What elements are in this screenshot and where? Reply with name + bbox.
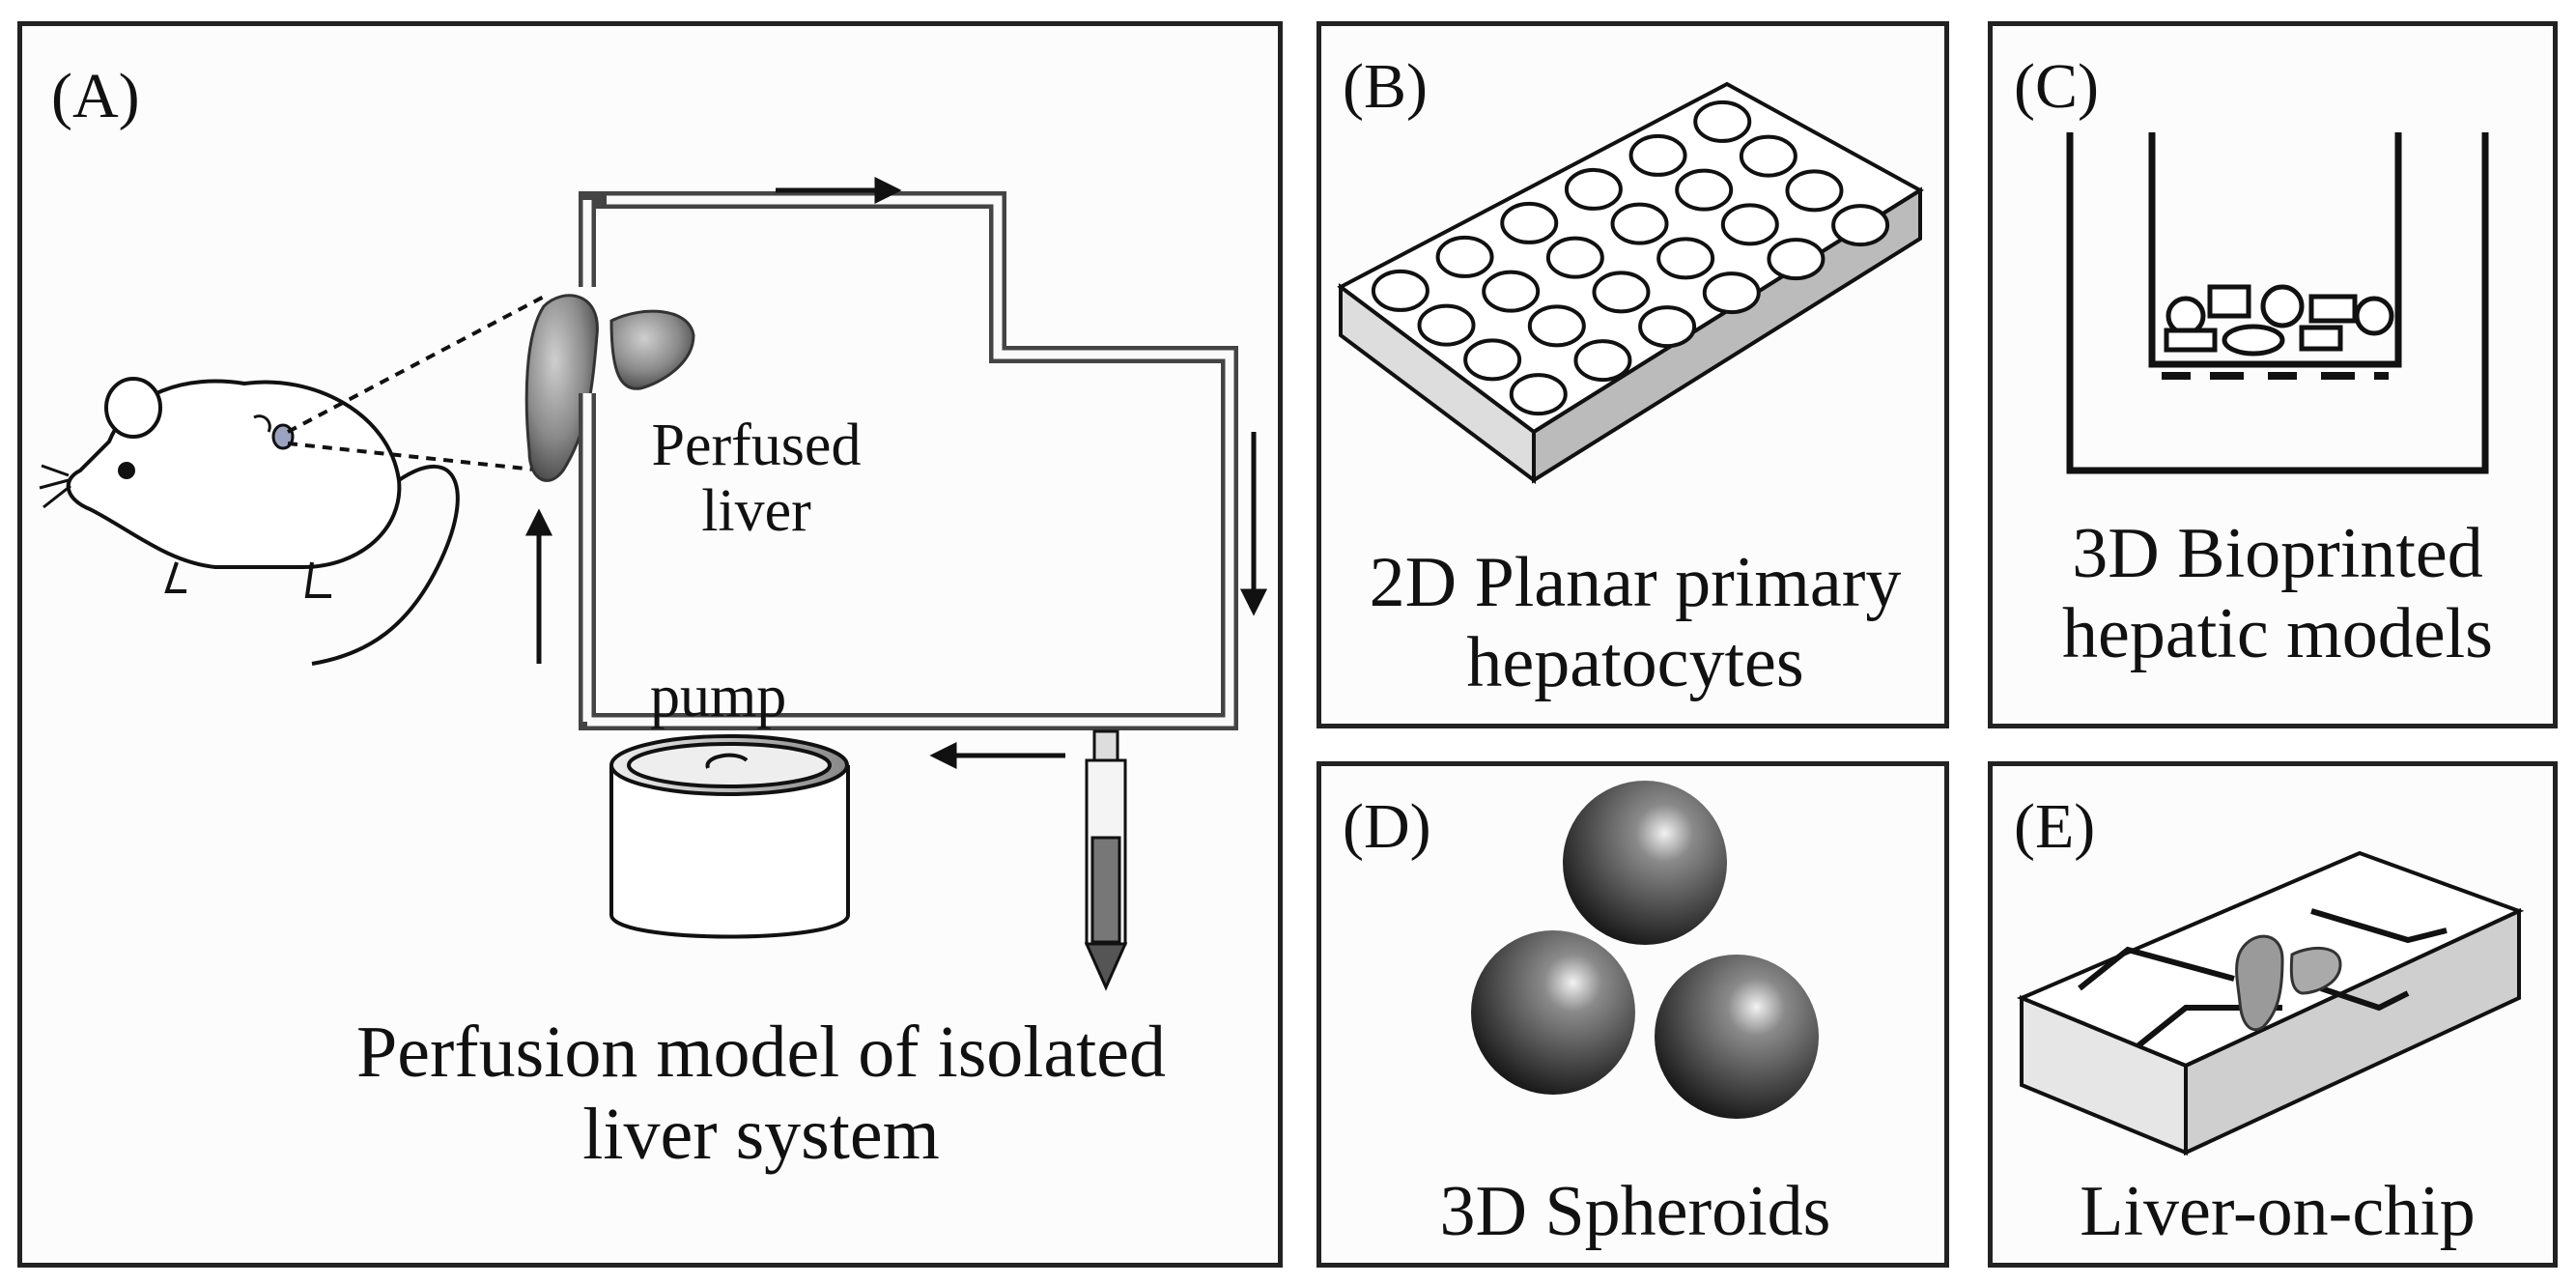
spheroids-group (1471, 781, 1819, 1119)
well (1435, 235, 1494, 278)
caption-a-line1: Perfusion model of isolated (356, 1012, 1166, 1093)
panel-label-b: (B) (1343, 51, 1428, 122)
pump-label: pump (650, 664, 787, 729)
spheroid-icon (1655, 955, 1819, 1119)
caption-b: 2D Planar primary hepatocytes (1321, 543, 1949, 703)
well (1656, 237, 1715, 280)
well (1417, 303, 1476, 347)
well (1675, 168, 1734, 212)
well-plate-icon (1337, 81, 1924, 484)
panel-label-d: (D) (1343, 791, 1431, 862)
caption-c-line1: 3D Bioprinted (2072, 514, 2483, 593)
perfusion-diagram (39, 176, 1268, 991)
panel-label-a: (A) (51, 61, 140, 131)
panel-label-c: (C) (2014, 51, 2099, 122)
well (1564, 167, 1623, 211)
well (1702, 271, 1761, 315)
well (1693, 100, 1752, 143)
caption-b-line1: 2D Planar primary (1369, 543, 1902, 622)
well (1527, 304, 1586, 348)
well (1545, 236, 1604, 279)
liver-icon (2235, 934, 2342, 1032)
well (1767, 238, 1826, 281)
panel-label-e: (E) (2014, 791, 2096, 862)
spheroid-icon (1471, 930, 1635, 1095)
perfused-liver-line2: liver (701, 478, 811, 545)
caption-e: Liver-on-chip (1993, 1172, 2562, 1252)
panel-3d-bioprinted: (C) 3D Bioprinted hepatic models (1988, 21, 2558, 728)
caption-c-line2: hepatic models (2062, 593, 2493, 673)
perfused-liver-line1: Perfused (651, 413, 862, 478)
caption-d: 3D Spheroids (1321, 1172, 1949, 1252)
well (1482, 270, 1541, 313)
bioprint-well-icon (2066, 132, 2489, 474)
caption-a: Perfusion model of isolated liver system (302, 1012, 1220, 1176)
well (1831, 204, 1890, 247)
panel-2d-planar: (B) 2D Planar primary hepatocytes (1316, 21, 1949, 728)
well (1592, 271, 1651, 314)
well (1610, 202, 1669, 245)
well (1638, 305, 1697, 349)
well (1720, 203, 1779, 246)
syringe-icon (1084, 729, 1128, 991)
magnify-lines (287, 295, 545, 472)
panel-liver-on-chip: (E) Liver-on-chip (1988, 761, 2558, 1268)
caption-e-line1: Liver-on-chip (2080, 1172, 2476, 1251)
well (1371, 269, 1430, 312)
wells (1371, 100, 1890, 416)
well (1785, 169, 1844, 213)
well (1573, 339, 1632, 383)
well (1500, 201, 1559, 244)
well (1739, 134, 1798, 178)
caption-c: 3D Bioprinted hepatic models (1993, 514, 2562, 674)
spheroid-icon (1563, 781, 1727, 945)
panel-3d-spheroids: (D) 3D Spheroids (1316, 761, 1949, 1268)
pump-icon (609, 734, 850, 939)
mouse-icon (39, 377, 460, 666)
well (1509, 373, 1568, 416)
chip-icon (2016, 850, 2525, 1156)
well (1463, 338, 1522, 382)
flow-arrows (524, 176, 1268, 770)
perfused-liver-label: Perfused liver (621, 413, 892, 544)
panel-perfusion-model: (A) (17, 21, 1283, 1268)
caption-b-line2: hepatocytes (1466, 622, 1804, 702)
bioprinted-cells (2164, 284, 2394, 357)
caption-a-line2: liver system (582, 1094, 940, 1176)
caption-d-line1: 3D Spheroids (1439, 1172, 1831, 1251)
well (1628, 133, 1687, 177)
